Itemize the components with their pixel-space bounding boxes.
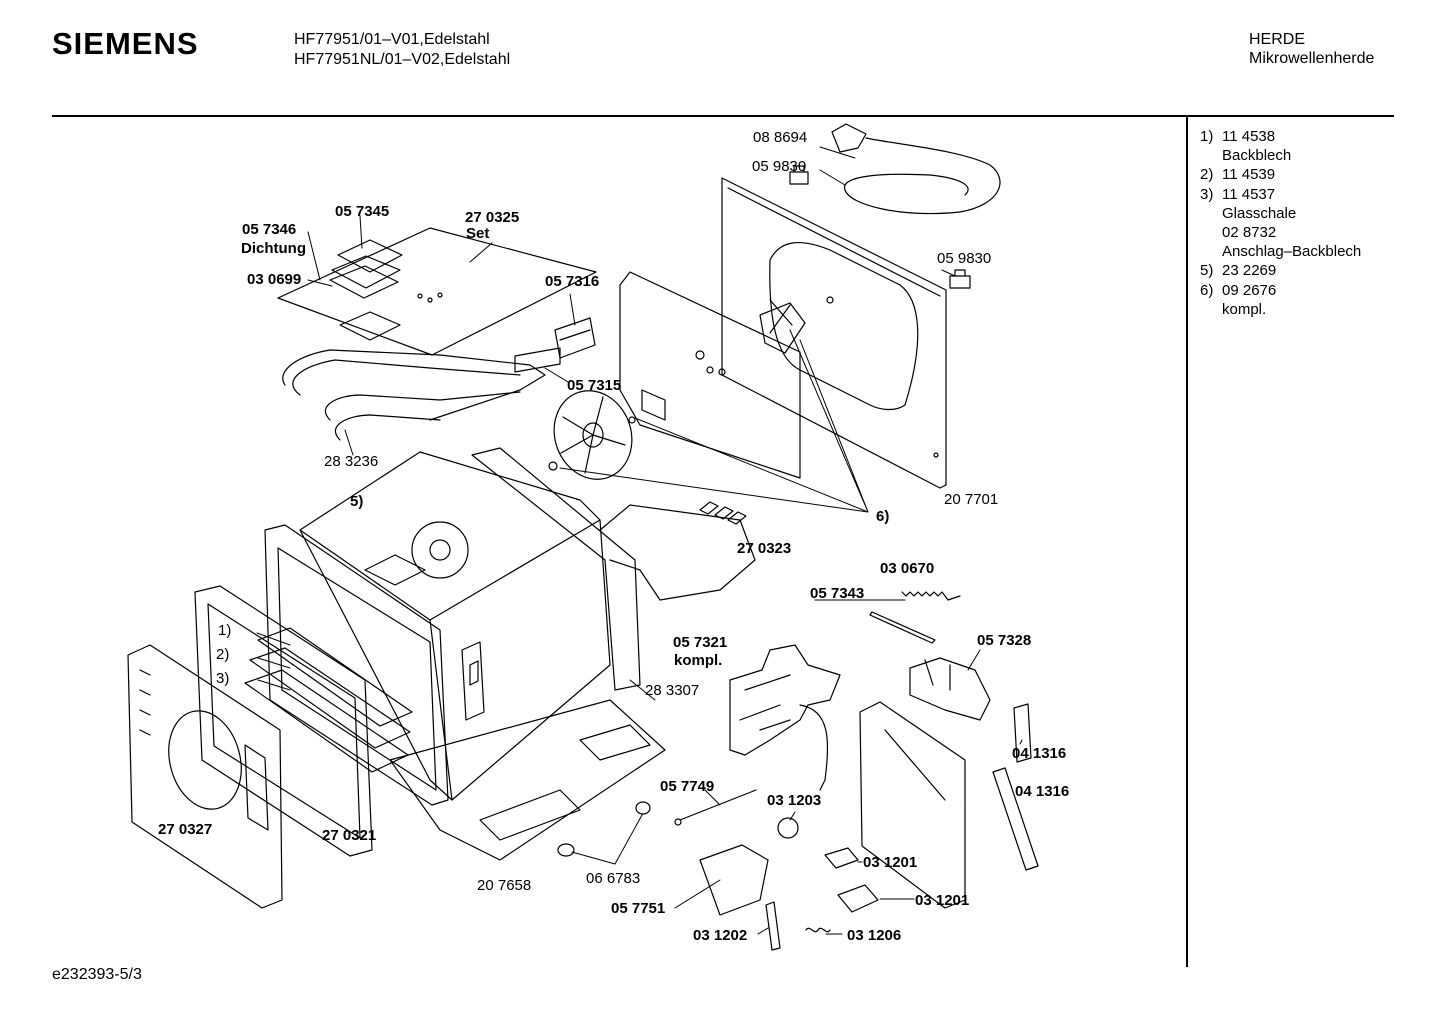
- part-label: 27 0323: [737, 540, 792, 557]
- part-label: 05 7316: [545, 273, 600, 290]
- part-label: 20 7658: [477, 877, 532, 894]
- header-divider: [52, 115, 1394, 117]
- rod-part: [679, 789, 757, 821]
- legend-row: 3)11 4537: [1200, 185, 1276, 203]
- side-panel: [859, 701, 966, 909]
- part-label: 27 0321: [322, 827, 377, 844]
- parts-legend: 1)11 4538 Backblech 2)11 4539 3)11 4537 …: [1200, 127, 1361, 319]
- part-label: 05 9830: [937, 250, 992, 267]
- rear-panel: [721, 177, 947, 489]
- door-frame: [194, 585, 373, 857]
- part-label: 28 3236: [324, 453, 379, 470]
- latch-part: [765, 901, 781, 951]
- part-label: 05 9830: [752, 158, 807, 175]
- oven-body: [299, 451, 611, 801]
- baking-trays: [244, 627, 413, 773]
- legend-row: Anschlag–Backblech: [1222, 243, 1362, 261]
- part-label: 05 7346: [242, 221, 297, 238]
- document-code: e232393-5/3: [52, 966, 142, 983]
- part-label: Set: [466, 225, 490, 242]
- category-title: HERDE Mikrowellenherde: [1249, 30, 1374, 68]
- part-label: 05 7345: [335, 203, 390, 220]
- part-label: Dichtung: [241, 240, 306, 257]
- foot-part: [557, 843, 575, 857]
- rod-part: [869, 611, 936, 644]
- part-label: 03 1201: [863, 854, 918, 871]
- bottom-plate: [389, 699, 666, 861]
- model-line: HF77951NL/01–V02,Edelstahl: [294, 51, 511, 68]
- legend-row: 1)11 4538: [1200, 128, 1276, 145]
- part-label: 2): [216, 646, 230, 663]
- part-label: 6): [876, 508, 890, 525]
- part-label: kompl.: [674, 652, 723, 669]
- terminal-block: [699, 501, 747, 525]
- side-wall: [471, 447, 641, 691]
- motor-unit: [699, 844, 769, 916]
- legend-divider: [1186, 117, 1188, 967]
- part-label: 05 7315: [567, 377, 622, 394]
- legend-row: 5)23 2269: [1200, 262, 1277, 280]
- part-label: 08 8694: [753, 129, 808, 146]
- part-label: 1): [218, 622, 232, 639]
- legend-row: 2)11 4539: [1200, 166, 1276, 184]
- leader-lines: [256, 146, 1023, 935]
- part-label: 03 1203: [767, 792, 822, 809]
- part-label: 28 3307: [645, 682, 700, 699]
- outer-door-panel: [127, 644, 283, 909]
- clip-part: [949, 269, 971, 289]
- part-label: 06 6783: [586, 870, 641, 887]
- bracket-part: [514, 347, 561, 373]
- legend-row: 02 8732: [1222, 224, 1277, 242]
- model-list: HF77951/01–V01,Edelstahl HF77951NL/01–V0…: [294, 30, 510, 70]
- clip-part: [789, 165, 809, 185]
- knob-part: [777, 817, 799, 839]
- top-cover-plate: [277, 227, 597, 356]
- model-line: HF77951/01–V01,Edelstahl: [294, 31, 490, 48]
- bottom-heating-element: [599, 504, 756, 601]
- switch-part: [824, 847, 859, 869]
- part-label: 20 7701: [944, 491, 999, 508]
- legend-row: 6)09 2676: [1200, 281, 1277, 299]
- part-label: 03 1201: [915, 892, 970, 909]
- part-label: 04 1316: [1015, 783, 1070, 800]
- part-label: 04 1316: [1012, 745, 1067, 762]
- part-label: 3): [216, 670, 230, 687]
- category-main: HERDE: [1249, 31, 1306, 48]
- part-label: 05 7749: [660, 778, 715, 795]
- legend-row: kompl.: [1222, 300, 1267, 318]
- spring-part: [901, 591, 961, 601]
- strip-part: [992, 767, 1039, 871]
- part-label: 03 1206: [847, 927, 902, 944]
- part-label: 03 1202: [693, 927, 748, 944]
- power-cable: [831, 123, 1001, 215]
- part-label: 27 0325: [465, 209, 520, 226]
- legend-row: Backblech: [1222, 147, 1292, 165]
- switch-housing: [909, 657, 991, 721]
- part-label: 03 0699: [247, 271, 302, 288]
- part-label: 03 0670: [880, 560, 935, 577]
- part-label: 5): [350, 493, 364, 510]
- strip-part: [1013, 703, 1032, 763]
- switch-part: [837, 884, 879, 913]
- fan-wheel: [548, 390, 636, 480]
- foot-part: [635, 801, 651, 815]
- legend-row: Glasschale: [1222, 204, 1297, 222]
- top-heating-element: [282, 349, 546, 441]
- spring-clip-part: [805, 927, 831, 933]
- category-sub: Mikrowellenherde: [1249, 50, 1375, 67]
- part-label: 05 7343: [810, 585, 865, 602]
- brand-logo: SIEMENS: [52, 26, 199, 61]
- part-label: 05 7328: [977, 632, 1032, 649]
- control-assembly: [729, 644, 841, 791]
- inner-rear-wall: [619, 271, 801, 479]
- part-label: 05 7751: [611, 900, 666, 917]
- part-label: 05 7321: [673, 634, 728, 651]
- part-label: 27 0327: [158, 821, 213, 838]
